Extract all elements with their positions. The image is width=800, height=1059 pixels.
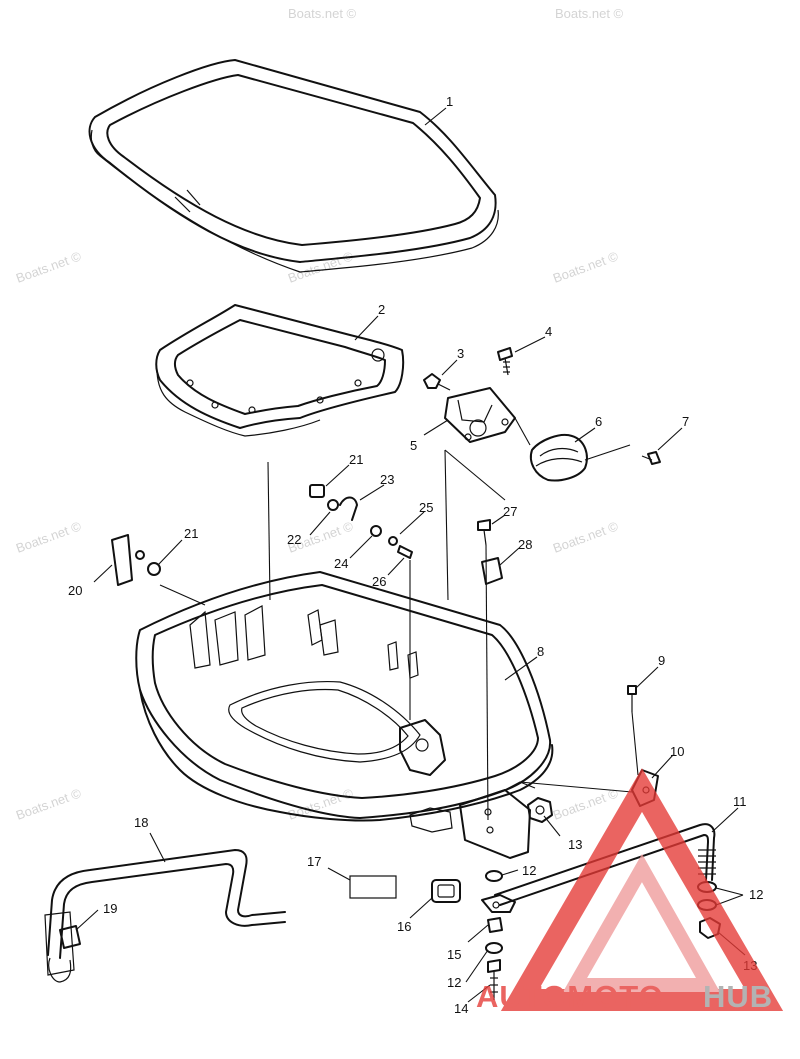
part-21-nut <box>309 484 325 498</box>
callout-11: 11 <box>733 794 747 809</box>
watermark: Boats.net © <box>551 785 621 823</box>
part-6-latch <box>529 434 588 482</box>
part-25-washer <box>388 536 398 546</box>
part-20-block <box>111 534 133 586</box>
part-26-screw <box>397 545 413 559</box>
callout-2: 2 <box>378 302 385 317</box>
callout-22: 22 <box>287 532 301 547</box>
callout-7: 7 <box>682 414 689 429</box>
part-5-bracket <box>444 387 516 443</box>
callout-26: 26 <box>372 574 386 589</box>
watermark: Boats.net © <box>14 785 84 823</box>
callout-28: 28 <box>518 537 532 552</box>
callout-14: 14 <box>454 1001 468 1016</box>
watermark: Boats.net © <box>555 6 624 21</box>
part-1-top-seal <box>88 59 499 273</box>
callout-13: 13 <box>568 837 582 852</box>
callout-12-repeat: 12 <box>749 887 763 902</box>
callout-21-repeat: 21 <box>184 526 198 541</box>
part-4-screw <box>497 347 513 376</box>
part-13-nut <box>527 797 553 823</box>
logo-text-hub: HUB <box>703 979 773 1014</box>
part-23-clip <box>339 496 358 521</box>
part-21-nut-b <box>135 550 145 560</box>
part-9-screw <box>627 685 639 776</box>
automotohub-logo: AUTOMOTO HUB <box>476 768 784 1014</box>
callout-9: 9 <box>658 653 665 668</box>
part-18-tube <box>44 849 286 983</box>
callout-6: 6 <box>595 414 602 429</box>
logo-triangle-icon <box>500 768 784 1011</box>
watermark: Boats.net © <box>551 248 621 286</box>
callout-15: 15 <box>447 947 461 962</box>
logo-text-automoto: AUTOMOTO <box>476 979 664 1014</box>
part-22-washer <box>327 499 339 511</box>
part-19-clamp <box>59 925 81 949</box>
watermark: Boats.net © <box>551 518 621 556</box>
callout-24: 24 <box>334 556 348 571</box>
part-2-seal-frame <box>155 304 405 437</box>
part-8-bottom-cowl <box>135 571 554 859</box>
watermark: Boats.net © <box>14 248 84 286</box>
part-24-washer <box>370 525 382 537</box>
small-hardware <box>111 484 503 586</box>
callout-10: 10 <box>670 744 684 759</box>
callout-8: 8 <box>537 644 544 659</box>
watermark: Boats.net © <box>286 248 356 286</box>
callout-16: 16 <box>397 919 411 934</box>
callout-17: 17 <box>307 854 321 869</box>
callout-23: 23 <box>380 472 394 487</box>
callout-5: 5 <box>410 438 417 453</box>
watermark: Boats.net © <box>288 6 357 21</box>
callout-19: 19 <box>103 901 117 916</box>
part-17-decal <box>349 875 397 899</box>
callout-20: 20 <box>68 583 82 598</box>
callout-12: 12 <box>522 863 536 878</box>
callout-4: 4 <box>545 324 552 339</box>
watermarks: Boats.net © Boats.net © Boats.net © Boat… <box>14 6 624 823</box>
part-7-screw <box>641 451 661 465</box>
part-3-screw <box>423 373 451 391</box>
part-16-grommet <box>431 879 461 903</box>
callout-3: 3 <box>457 346 464 361</box>
callout-21: 21 <box>349 452 363 467</box>
part-11-rod <box>494 823 716 906</box>
part-21-nut-c <box>147 562 161 576</box>
part-27-screw <box>477 519 491 531</box>
callout-12-repeat-lower: 12 <box>447 975 461 990</box>
part-12-14-15-stack <box>481 870 516 1000</box>
callout-18: 18 <box>134 815 148 830</box>
watermark: Boats.net © <box>14 518 84 556</box>
callout-25: 25 <box>419 500 433 515</box>
part-28-clip <box>481 557 503 585</box>
callout-1: 1 <box>446 94 453 109</box>
assembly-lines <box>159 417 631 821</box>
callout-27: 27 <box>503 504 517 519</box>
logo-inner-triangle-icon <box>562 853 720 992</box>
